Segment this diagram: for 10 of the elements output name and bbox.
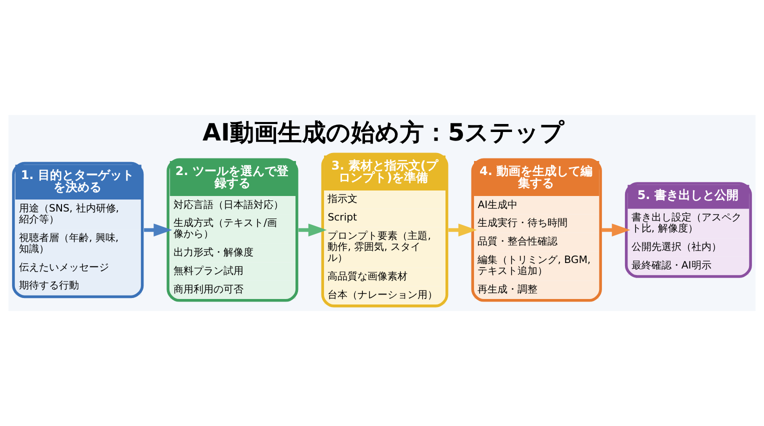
node-box: 3. 素材と指示文(プロンプト)を準備 指示文 Script プロンプト要素（主題, 動作, 雰囲気, スタイル） 高品質な画像素材 台本（ナレーション用）: [321, 152, 448, 308]
diagram-title: AI動画生成の始め方：5ステップ: [202, 118, 565, 147]
arrow: [298, 224, 327, 236]
node-box: 2. ツールを選んで登録する 対応言語（日本語対応） 生成方式（テキスト/画像から） 出力形式・解像度 無料プラン試用 商用利用の可否: [166, 158, 298, 302]
arrow: [144, 224, 172, 236]
arrow: [602, 224, 630, 236]
arrow: [448, 224, 477, 236]
node-box: 5. 書き出しと公開 書き出し設定（アスペクト比, 解像度） 公開先選択（社内） 最終確認・AI明示: [624, 182, 752, 278]
node-box: 4. 動画を生成して編集する AI生成中 生成実行・待ち時間 品質・整合性確認 編集（トリミング, BGM, テキスト追加） 再生成・調整: [471, 158, 602, 302]
node-box: 1. 目的とターゲットを決める 用途（SNS, 社内研修, 紹介等） 視聴者層（年齢, 興味, 知識） 伝えたいメッセージ 期待する行動: [12, 162, 144, 298]
